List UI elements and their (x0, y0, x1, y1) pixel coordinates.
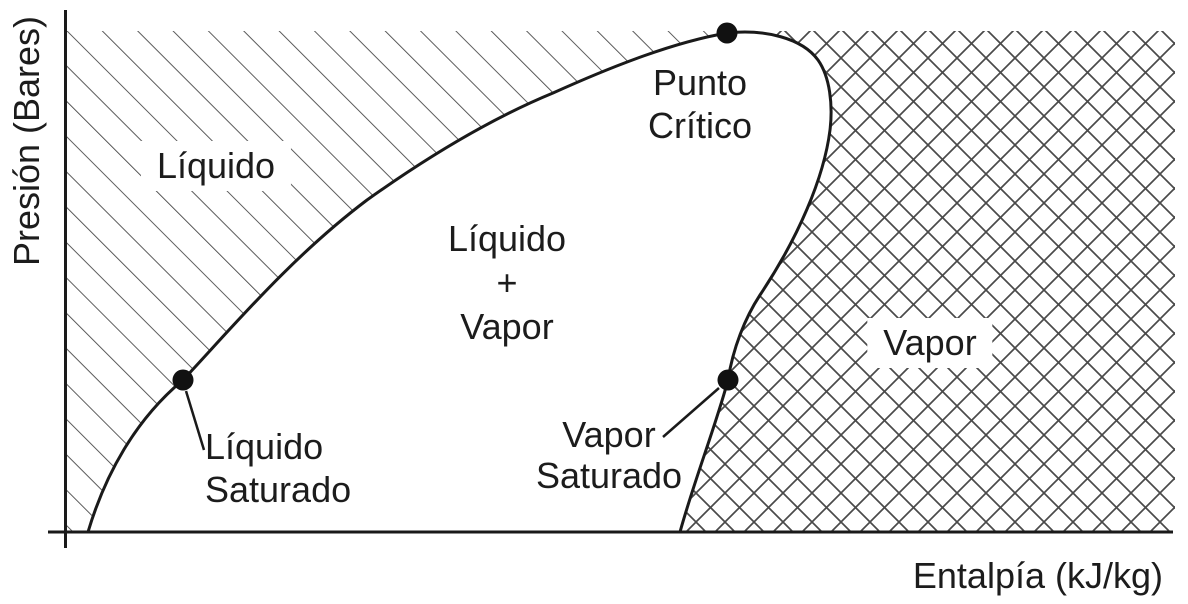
saturated-liquid-label: Líquido Saturado (205, 425, 351, 511)
saturated-vapor-label-line1: Vapor (562, 414, 656, 455)
liquid-region-label: Líquido (140, 141, 292, 191)
x-axis-label: Entalpía (kJ/kg) (912, 555, 1163, 596)
saturated-liquid-leader-line (184, 390, 206, 451)
liquid-vapor-label-line1: Líquido (447, 218, 567, 259)
y-axis-label: Presión (Bares) (6, 15, 47, 267)
saturated-vapor-dot (717, 369, 739, 391)
saturated-liquid-label-line1: Líquido (205, 426, 324, 467)
critical-point-dot (716, 22, 738, 44)
liquid-vapor-label-plus: + (496, 262, 518, 303)
liquid-vapor-label-line2: Vapor (460, 306, 554, 347)
saturated-vapor-label-line2: Saturado (535, 455, 683, 496)
saturated-liquid-label-line2: Saturado (205, 469, 352, 510)
saturated-vapor-leader-line (662, 387, 720, 438)
saturated-vapor-label: Vapor Saturado (536, 414, 682, 496)
liquid-vapor-region-label: Líquido + Vapor (448, 217, 566, 349)
critical-point-label: Punto Crítico (648, 61, 752, 147)
critical-point-label-line1: Punto (652, 62, 748, 103)
vapor-region-label: Vapor (867, 318, 993, 368)
critical-point-label-line2: Crítico (647, 105, 753, 146)
saturated-liquid-dot (172, 369, 194, 391)
